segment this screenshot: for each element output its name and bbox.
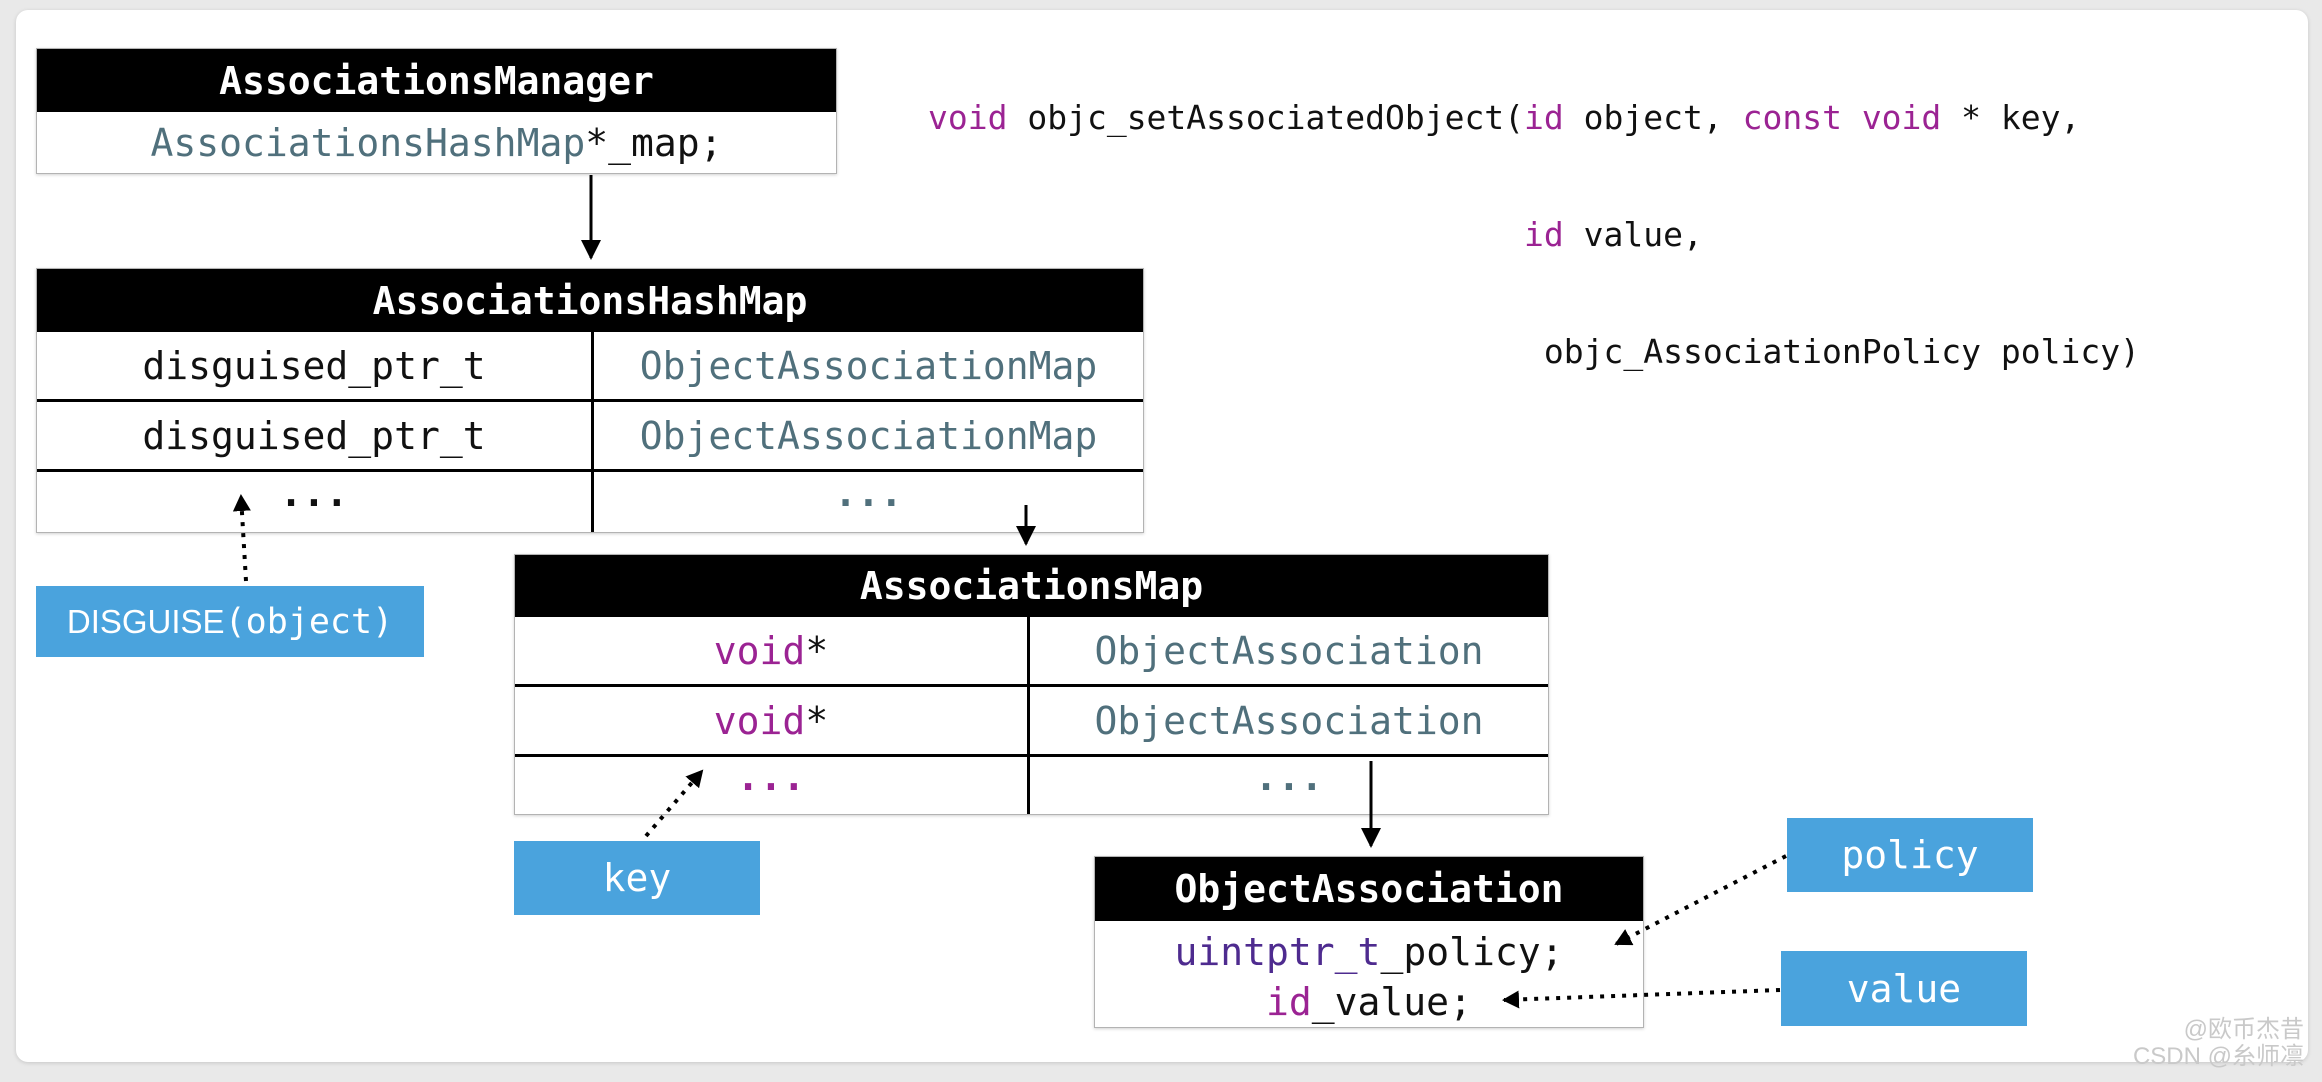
ellipsis: ...: [1254, 754, 1324, 799]
table-header: AssociationsHashMap: [37, 269, 1143, 332]
cell-keyword: void: [713, 628, 806, 673]
code-token: * key,: [1941, 98, 2081, 137]
watermark-line: CSDN @糸师凛: [2132, 1043, 2304, 1070]
cell-text: *: [805, 628, 829, 673]
watermark: @欧币杰昔 CSDN @糸师凛: [2133, 1016, 2304, 1070]
table-cell: ...: [591, 471, 1143, 532]
table-cell: ObjectAssociation: [1027, 617, 1548, 684]
table-cell: AssociationsHashMap *_map;: [37, 112, 836, 173]
table-cell: ...: [515, 754, 1027, 814]
label-disguise-object: DISGUISE(object): [36, 586, 424, 657]
code-token: void: [928, 98, 1008, 137]
code-token: objc_AssociationPolicy policy): [928, 332, 2140, 371]
label-text: value: [1846, 966, 1962, 1011]
code-token: id: [1524, 215, 1564, 254]
label-text: key: [602, 856, 672, 900]
field-name: _value;: [1311, 980, 1472, 1024]
ellipsis: ...: [279, 471, 349, 515]
label-key: key: [514, 841, 760, 915]
table-row: disguised_ptr_t ObjectAssociationMap: [37, 332, 1143, 399]
label-text: (object): [224, 601, 394, 642]
label-policy: policy: [1787, 818, 2033, 892]
cell-text: ObjectAssociationMap: [639, 343, 1098, 388]
field-name: _policy;: [1380, 930, 1564, 974]
code-token: id: [1524, 98, 1564, 137]
table-associations-map: AssociationsMap void * ObjectAssociation…: [514, 554, 1549, 815]
table-cell: ObjectAssociation: [1027, 687, 1548, 754]
field-policy: uintptr_t _policy;: [1095, 927, 1643, 977]
ellipsis: ...: [834, 471, 903, 515]
cell-text: ObjectAssociation: [1094, 698, 1484, 743]
code-token: [928, 215, 1524, 254]
field-type: AssociationsHashMap: [150, 120, 586, 165]
cell-keyword: void: [713, 698, 806, 743]
code-token: value,: [1563, 215, 1703, 254]
table-row: AssociationsHashMap *_map;: [37, 112, 836, 173]
code-line-1: void objc_setAssociatedObject(id object,…: [928, 98, 2140, 137]
table-row: disguised_ptr_t ObjectAssociationMap: [37, 399, 1143, 469]
table-cell: disguised_ptr_t: [37, 332, 591, 399]
table-associations-manager: AssociationsManager AssociationsHashMap …: [36, 48, 837, 174]
table-cell: void *: [515, 687, 1027, 754]
table-cell: ObjectAssociationMap: [591, 402, 1143, 469]
label-text: DISGUISE: [66, 602, 225, 640]
table-cell: ObjectAssociationMap: [591, 332, 1143, 399]
code-line-2: id value,: [928, 215, 2140, 254]
code-token: const void: [1742, 98, 1942, 137]
table-cell: disguised_ptr_t: [37, 402, 591, 469]
label-value: value: [1781, 951, 2027, 1026]
table-row: void * ObjectAssociation: [515, 617, 1548, 684]
field-name: *_map;: [585, 120, 723, 165]
field-value: id _value;: [1095, 977, 1643, 1027]
table-row-ellipsis: ... ...: [515, 754, 1548, 814]
table-body: uintptr_t _policy; id _value;: [1095, 921, 1643, 1027]
table-row: void * ObjectAssociation: [515, 684, 1548, 754]
code-token: object,: [1563, 98, 1743, 137]
cell-text: ObjectAssociation: [1094, 628, 1484, 673]
ellipsis: ...: [736, 754, 806, 799]
code-token: objc_setAssociatedObject(: [1007, 98, 1525, 137]
table-cell: void *: [515, 617, 1027, 684]
watermark-line: @欧币杰昔: [2183, 1016, 2304, 1043]
cell-text: disguised_ptr_t: [142, 343, 486, 388]
table-header: ObjectAssociation: [1095, 857, 1643, 921]
code-line-3: objc_AssociationPolicy policy): [928, 332, 2140, 371]
cell-text: ObjectAssociationMap: [639, 413, 1098, 458]
table-cell: ...: [1027, 754, 1548, 814]
table-associations-hashmap: AssociationsHashMap disguised_ptr_t Obje…: [36, 268, 1144, 533]
table-header: AssociationsManager: [37, 49, 836, 112]
table-row-ellipsis: ... ...: [37, 469, 1143, 532]
table-cell: ...: [37, 471, 591, 532]
field-type: id: [1266, 980, 1312, 1024]
code-signature: void objc_setAssociatedObject(id object,…: [928, 20, 2140, 449]
label-text: policy: [1841, 833, 1979, 877]
table-object-association: ObjectAssociation uintptr_t _policy; id …: [1094, 856, 1644, 1028]
cell-text: *: [805, 698, 829, 743]
field-type: uintptr_t: [1174, 930, 1381, 974]
cell-text: disguised_ptr_t: [142, 413, 486, 458]
table-header: AssociationsMap: [515, 555, 1548, 617]
